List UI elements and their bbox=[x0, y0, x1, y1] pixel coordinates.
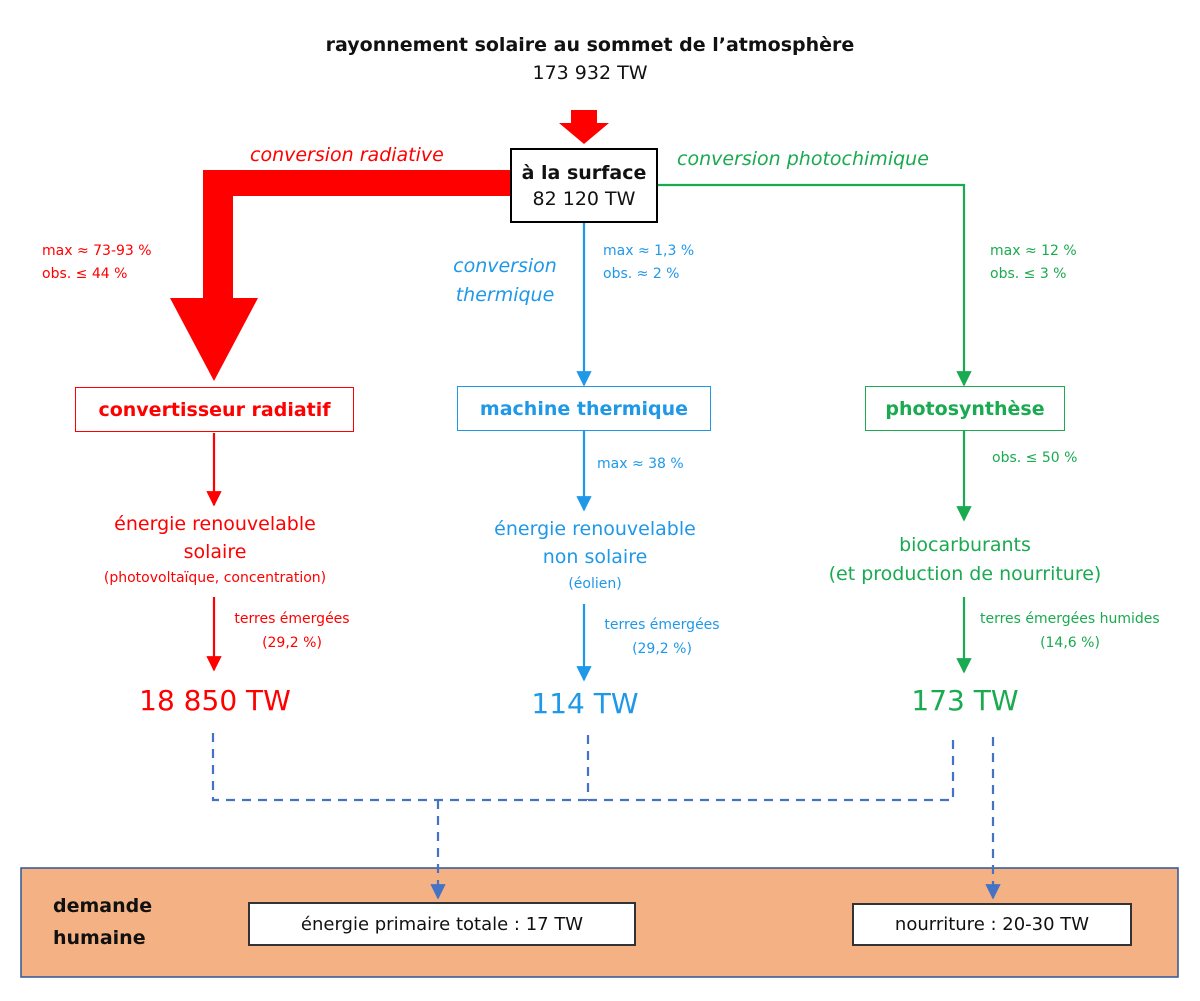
photochemical-energy-line1: biocarburants bbox=[899, 534, 1031, 556]
photochemical-land-pct: (14,6 %) bbox=[1040, 635, 1100, 651]
thermal-result: 114 TW bbox=[531, 687, 639, 720]
thermal-conversion-line2: thermique bbox=[455, 284, 555, 306]
thermal-energy-detail: (éolien) bbox=[568, 576, 622, 592]
dashed-connectors bbox=[211, 733, 1001, 900]
photochemical-obs: obs. ≤ 3 % bbox=[990, 266, 1067, 282]
top-value: 173 932 TW bbox=[532, 62, 648, 84]
surface-label: à la surface bbox=[521, 161, 647, 184]
human-demand-label-line2: humaine bbox=[53, 927, 146, 949]
primary-energy-box: énergie primaire totale : 17 TW bbox=[248, 902, 636, 946]
photosynthesis-obs: obs. ≤ 50 % bbox=[992, 450, 1078, 466]
thermal-conversion-line1: conversion bbox=[453, 255, 557, 277]
thermal-machine-box: machine thermique bbox=[457, 386, 711, 431]
thermal-energy-line2: non solaire bbox=[542, 546, 648, 568]
radiative-obs: obs. ≤ 44 % bbox=[42, 266, 128, 282]
photochemical-max: max ≈ 12 % bbox=[990, 243, 1077, 259]
human-demand-label-line1: demande bbox=[53, 895, 153, 917]
radiative-land-label: terres émergées bbox=[234, 611, 350, 627]
radiative-energy-line2: solaire bbox=[183, 541, 247, 563]
photochemical-land-label: terres émergées humides bbox=[980, 611, 1160, 627]
photochemical-conversion-arrow bbox=[658, 183, 972, 387]
photochemical-conversion-label: conversion photochimique bbox=[677, 148, 929, 170]
thermal-max: max ≈ 1,3 % bbox=[603, 243, 695, 259]
thermal-energy-line1: énergie renouvelable bbox=[494, 518, 696, 540]
radiative-max: max ≈ 73-93 % bbox=[42, 243, 152, 259]
thermal-land-pct: (29,2 %) bbox=[632, 641, 692, 657]
photochemical-energy-line2: (et production de nourriture) bbox=[828, 563, 1102, 585]
top-title: rayonnement solaire au sommet de l’atmos… bbox=[325, 34, 855, 56]
thermal-machine-max: max ≈ 38 % bbox=[597, 456, 684, 472]
food-box: nourriture : 20-30 TW bbox=[852, 903, 1132, 946]
thermal-land-label: terres émergées bbox=[604, 617, 720, 633]
photochemical-result: 173 TW bbox=[911, 684, 1019, 717]
surface-box: à la surface 82 120 TW bbox=[510, 148, 658, 223]
photosynthesis-box: photosynthèse bbox=[865, 386, 1065, 431]
radiative-land-pct: (29,2 %) bbox=[262, 635, 322, 651]
radiative-energy-detail: (photovoltaïque, concentration) bbox=[103, 570, 327, 586]
radiative-result: 18 850 TW bbox=[139, 684, 291, 717]
surface-value: 82 120 TW bbox=[532, 187, 636, 210]
radiative-conversion-label: conversion radiative bbox=[250, 144, 444, 166]
radiative-conversion-arrow bbox=[170, 170, 512, 381]
radiative-energy-line1: énergie renouvelable bbox=[114, 513, 316, 535]
thermal-obs: obs. ≈ 2 % bbox=[603, 266, 680, 282]
incoming-solar-arrow bbox=[559, 110, 609, 144]
radiative-converter-box: convertisseur radiatif bbox=[75, 387, 354, 432]
